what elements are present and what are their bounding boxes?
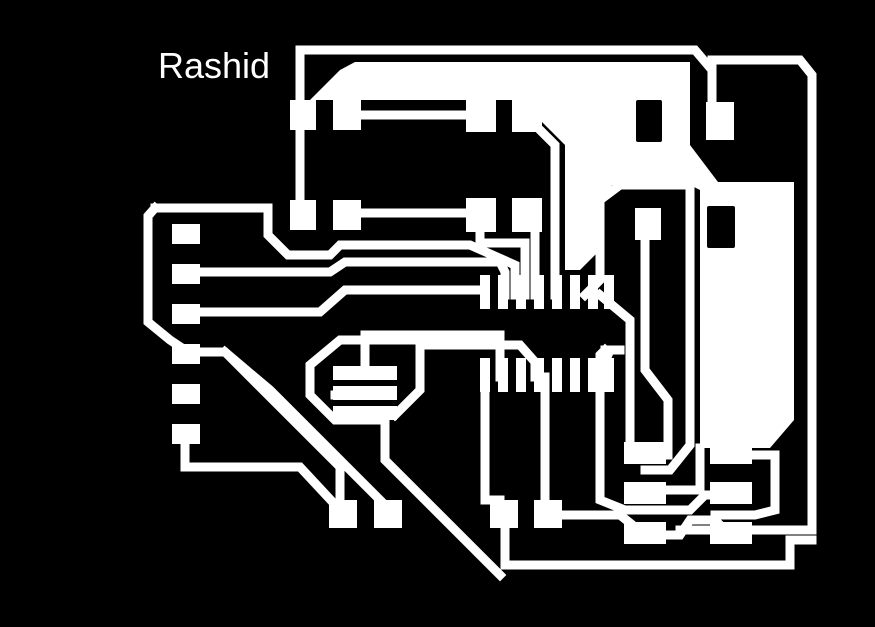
xtal-pad-2 [333, 386, 397, 400]
conn-pad-4 [710, 442, 752, 464]
conn-pad-3 [624, 522, 666, 544]
ic-pin-top-3 [516, 275, 526, 309]
xtal-pad-1 [333, 366, 397, 380]
header-pad-4 [172, 344, 200, 364]
slot-right [703, 202, 739, 252]
ic-pin-top-1 [480, 275, 490, 309]
ic-pin-bot-7 [588, 358, 598, 392]
conn-pad-6 [710, 522, 752, 544]
pad-h1 [490, 500, 518, 528]
header-pad-5 [172, 384, 200, 404]
pad-d2 [512, 198, 542, 232]
pad-h2 [534, 500, 562, 528]
header-pad-3 [172, 304, 200, 324]
ic-pin-top-7 [588, 275, 598, 309]
slot-top [632, 96, 666, 146]
component-pads-bottom [329, 500, 562, 528]
ic-pin-bot-2 [498, 358, 508, 392]
ic-pin-bot-5 [552, 358, 562, 392]
ic-pin-bot-8 [604, 358, 614, 392]
ic-pin-bot-6 [570, 358, 580, 392]
pad-a1 [290, 100, 316, 130]
ic-pin-top-8 [604, 275, 614, 309]
component-pads-top [290, 98, 734, 240]
conn-pad-5 [710, 482, 752, 504]
ic-footprint [480, 275, 614, 392]
xtal-pad-3 [333, 406, 397, 420]
pad-d1 [512, 98, 542, 132]
ic-pin-bot-3 [516, 358, 526, 392]
header-pad-2 [172, 264, 200, 284]
pad-g1 [329, 500, 357, 528]
pad-g2 [374, 500, 402, 528]
connector-pads-right [624, 442, 752, 544]
ic-pin-top-5 [552, 275, 562, 309]
pad-b2 [333, 200, 361, 230]
crystal-pads [333, 366, 397, 420]
copper-pour [310, 62, 794, 448]
ic-pin-bot-4 [534, 358, 544, 392]
header-pad-6 [172, 424, 200, 444]
pad-c2 [466, 198, 496, 232]
ic-pin-top-2 [498, 275, 508, 309]
ic-pin-top-4 [534, 275, 544, 309]
traces [143, 45, 817, 582]
ic-pin-bot-1 [480, 358, 490, 392]
designer-label: Rashid [158, 45, 270, 86]
header-pad-1 [172, 224, 200, 244]
header-left [172, 224, 200, 444]
pad-b1 [333, 100, 361, 130]
pad-f1 [635, 208, 661, 240]
conn-pad-1 [624, 442, 666, 464]
pad-a2 [290, 200, 316, 230]
conn-pad-2 [624, 482, 666, 504]
ic-pin-top-6 [570, 275, 580, 309]
pad-c1 [466, 98, 496, 132]
pad-e1 [706, 102, 734, 140]
